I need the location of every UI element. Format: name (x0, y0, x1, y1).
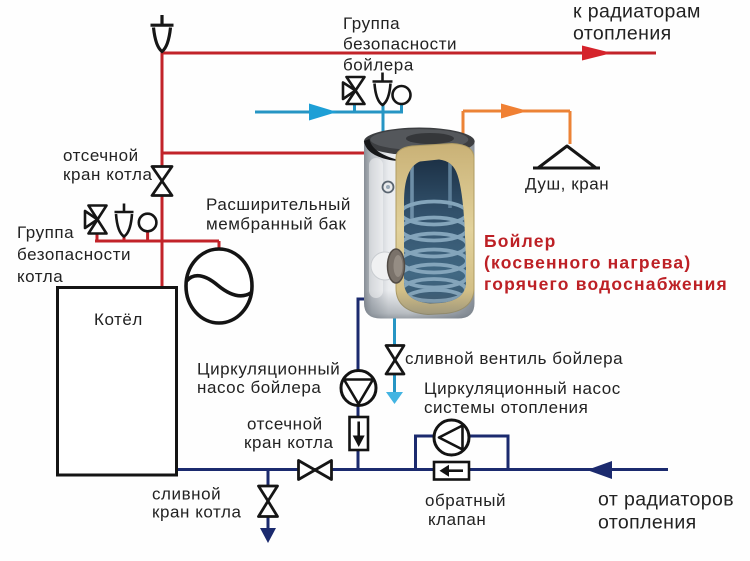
svg-text:отопления: отопления (598, 512, 697, 534)
svg-text:Бойлер: Бойлер (484, 231, 557, 251)
svg-text:обратный: обратный (425, 491, 506, 510)
svg-text:системы отопления: системы отопления (424, 398, 588, 417)
svg-text:(косвенного нагрева): (косвенного нагрева) (484, 253, 691, 273)
svg-text:сливной вентиль бойлера: сливной вентиль бойлера (405, 349, 623, 368)
svg-text:Котёл: Котёл (94, 310, 143, 329)
svg-text:отсечной: отсечной (63, 146, 139, 165)
svg-text:Циркуляционный насос: Циркуляционный насос (424, 379, 621, 398)
svg-text:отопления: отопления (573, 23, 672, 45)
svg-text:к радиаторам: к радиаторам (573, 1, 701, 23)
svg-text:Циркуляционный: Циркуляционный (197, 360, 340, 379)
svg-text:насос бойлера: насос бойлера (197, 378, 321, 397)
svg-text:отсечной: отсечной (247, 415, 323, 434)
svg-text:Группа: Группа (343, 14, 400, 33)
svg-text:безопасности: безопасности (17, 245, 131, 264)
svg-text:от радиаторов: от радиаторов (598, 489, 734, 511)
svg-text:сливной: сливной (152, 485, 221, 504)
svg-text:кран котла: кран котла (152, 503, 241, 522)
svg-text:Расширительный: Расширительный (206, 195, 351, 214)
svg-text:Группа: Группа (17, 223, 74, 242)
svg-text:Душ, кран: Душ, кран (525, 175, 609, 194)
svg-text:горячего водоснабжения: горячего водоснабжения (484, 274, 728, 294)
svg-text:кран котла: кран котла (63, 165, 152, 184)
svg-text:мембранный бак: мембранный бак (206, 215, 346, 234)
svg-text:бойлера: бойлера (343, 56, 414, 75)
svg-text:безопасности: безопасности (343, 35, 457, 54)
svg-text:клапан: клапан (428, 510, 486, 529)
svg-text:кран котла: кран котла (244, 433, 333, 452)
svg-text:котла: котла (17, 267, 63, 286)
